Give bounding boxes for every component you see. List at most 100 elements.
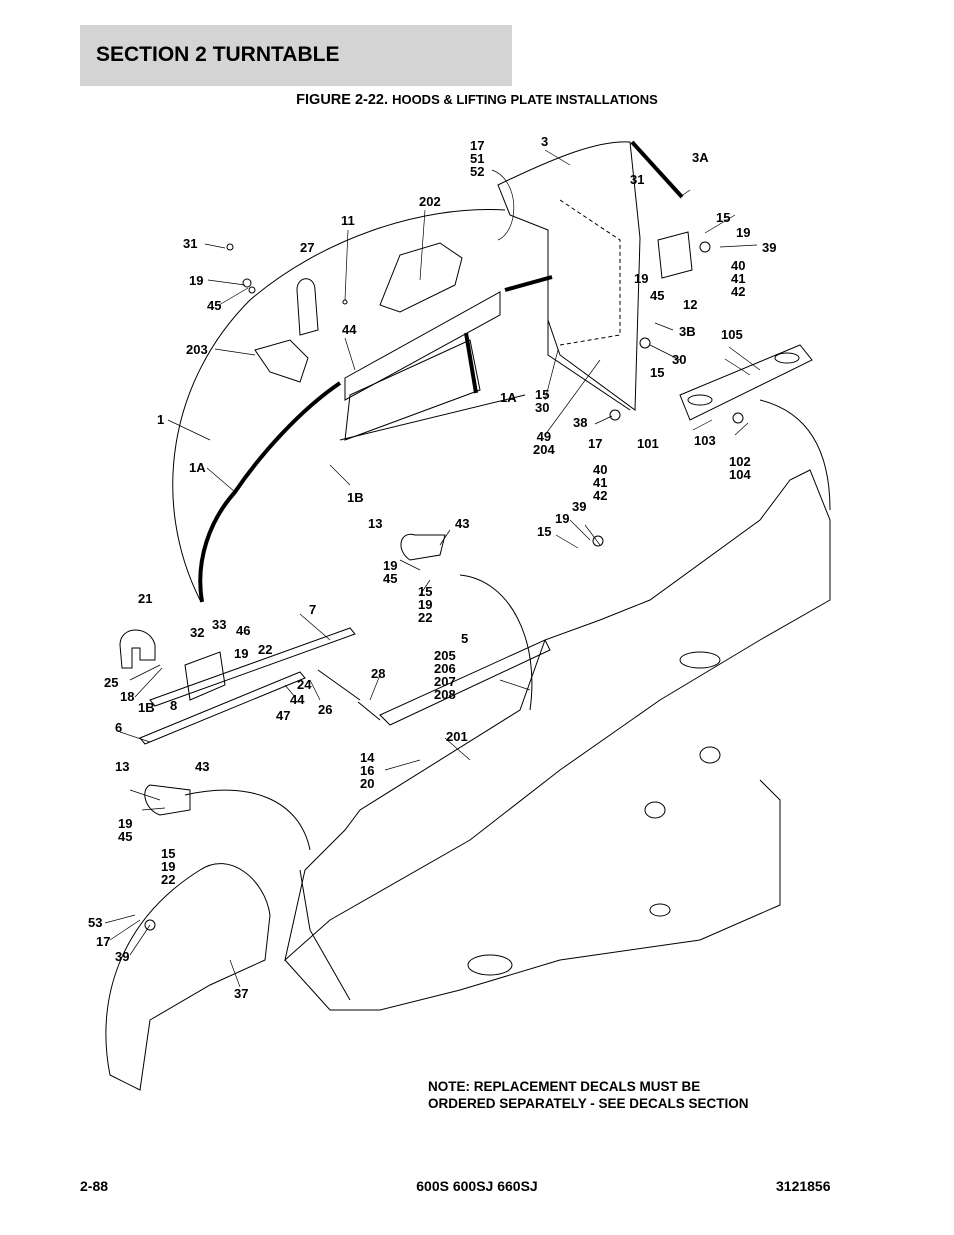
callout: 105 [721, 327, 743, 342]
callout: 3A [692, 150, 709, 165]
callout: 47 [276, 708, 291, 723]
arrow-top [459, 574, 533, 711]
callout: 17 51 52 [470, 138, 485, 179]
note: NOTE: REPLACEMENT DECALS MUST BE ORDERED… [428, 1078, 749, 1112]
callout: 202 [419, 194, 441, 209]
callout: 39 [762, 240, 777, 255]
callout: 49 204 [533, 429, 555, 457]
callout: 1B [347, 490, 364, 505]
turntable-base [284, 779, 781, 1011]
footer-models: 600S 600SJ 660SJ [416, 1178, 538, 1194]
decal-202 [379, 242, 463, 313]
hood-lower-edge [339, 394, 526, 441]
callout: 1A [189, 460, 206, 475]
lifting-plate-101 [679, 344, 813, 421]
bolt [342, 299, 348, 305]
callout: 7 [309, 602, 317, 617]
washer [639, 337, 651, 349]
frame-hole [699, 746, 721, 764]
callout: 203 [186, 342, 208, 357]
callout: 15 19 22 [161, 846, 176, 887]
lifting-plate-hole [774, 352, 800, 364]
callout: 5 [461, 631, 469, 646]
callout: 22 [258, 642, 273, 657]
washer [699, 241, 711, 253]
rear-hood [497, 141, 641, 411]
washer [592, 535, 604, 547]
linkage-26 [317, 669, 361, 701]
turntable-center-hole [467, 954, 513, 976]
rear-hood-inner [559, 199, 621, 346]
plate-7 [149, 627, 356, 707]
callout: 13 [368, 516, 383, 531]
callout: 37 [234, 986, 249, 1001]
callout: 33 [212, 617, 227, 632]
callout: 205 206 207 208 [434, 648, 456, 702]
callout: 1A [500, 390, 517, 405]
lifting-plate-hole [687, 394, 713, 406]
frame-slot [679, 651, 721, 669]
cable-1a-right [504, 275, 553, 292]
callout: 8 [170, 698, 178, 713]
callout: 40 41 42 [731, 258, 746, 299]
section-header: SECTION 2 TURNTABLE [80, 25, 512, 86]
callout: 12 [683, 297, 698, 312]
component-43-top [400, 533, 446, 561]
footer-page-number: 2-88 [80, 1178, 109, 1194]
callout: 103 [694, 433, 716, 448]
linkage-28 [357, 701, 381, 721]
cable-1a-vertical [464, 332, 478, 394]
callout: 39 [115, 949, 130, 964]
callout: 43 [455, 516, 470, 531]
rubber-strip-3a [630, 140, 684, 199]
washer [732, 412, 744, 424]
callout: 30 [672, 352, 687, 367]
callout: 3 [541, 134, 549, 149]
callout: 44 [290, 692, 305, 707]
section-title: SECTION 2 TURNTABLE [96, 43, 340, 66]
callout: 1B [138, 700, 155, 715]
callout: 101 [637, 436, 659, 451]
callout: 19 [555, 511, 570, 526]
turntable-frame [284, 469, 831, 962]
hood-fold [344, 291, 501, 401]
callout: 27 [300, 240, 315, 255]
callout: 6 [115, 720, 123, 735]
bracket-12 [657, 231, 693, 279]
callout: 24 [297, 677, 312, 692]
pin-27 [296, 278, 319, 336]
figure-title: FIGURE 2-22. HOODS & LIFTING PLATE INSTA… [0, 92, 954, 108]
bolt [226, 243, 234, 251]
bracket-8 [184, 651, 226, 701]
arrow-bottom [184, 789, 311, 851]
callout: 15 30 [535, 387, 550, 415]
callout: 15 [650, 365, 665, 380]
callout: 15 [537, 524, 552, 539]
callout: 21 [138, 591, 153, 606]
callout: 28 [371, 666, 386, 681]
callout: 19 [736, 225, 751, 240]
callout: 15 19 22 [418, 584, 433, 625]
callout: 19 45 [118, 816, 133, 844]
callout: 45 [207, 298, 222, 313]
callout: 43 [195, 759, 210, 774]
callout: 53 [88, 915, 103, 930]
callout: 19 [189, 273, 204, 288]
callout: 38 [573, 415, 588, 430]
leader-lines [104, 149, 761, 988]
fender-37 [105, 863, 271, 1091]
footer-doc-number: 3121856 [776, 1178, 831, 1194]
callout: 19 [634, 271, 649, 286]
turntable-side [299, 869, 351, 1001]
callout: 31 [630, 172, 645, 187]
callout: 25 [104, 675, 119, 690]
figure-caption: HOODS & LIFTING PLATE INSTALLATIONS [392, 92, 658, 107]
callout: 17 [96, 934, 111, 949]
callout: 46 [236, 623, 251, 638]
plate-6 [139, 671, 306, 745]
cable-1a-left [198, 381, 342, 603]
rear-hood-edge [547, 320, 631, 411]
callout: 45 [650, 288, 665, 303]
callout: 31 [183, 236, 198, 251]
